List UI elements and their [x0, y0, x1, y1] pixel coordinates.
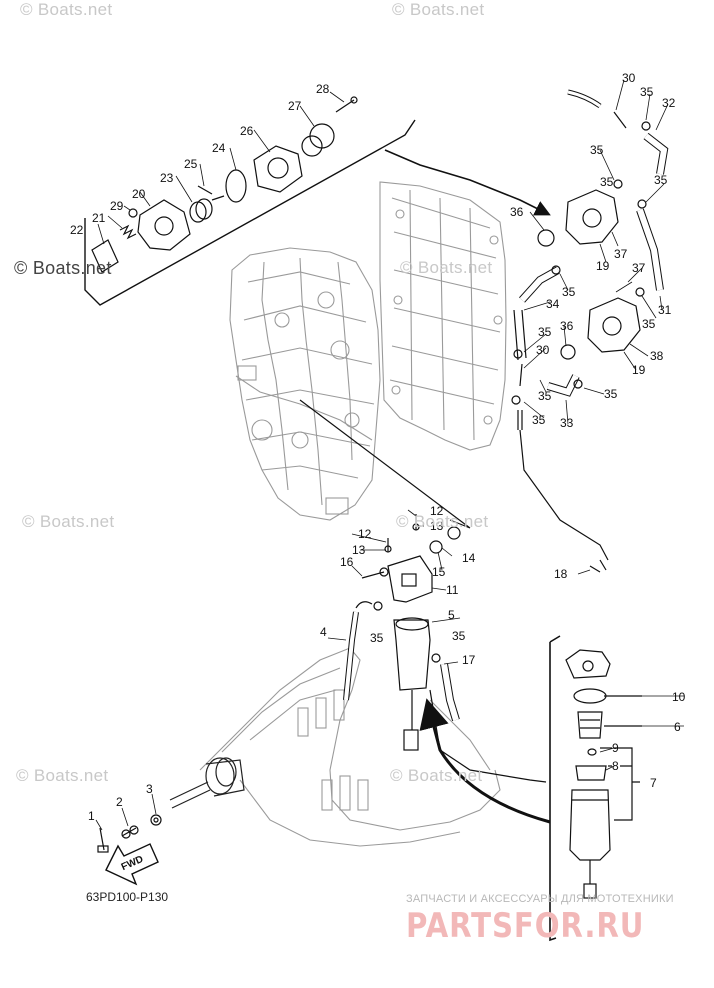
label-26: 26	[240, 124, 254, 138]
label-8: 8	[612, 759, 619, 773]
label-21: 21	[92, 211, 106, 225]
label-11: 11	[446, 583, 459, 597]
label-2: 2	[116, 795, 123, 809]
label-35-h: 35	[604, 387, 618, 401]
label-6: 6	[674, 720, 681, 734]
label-29: 29	[110, 199, 124, 213]
engine-block	[229, 247, 381, 521]
label-16: 16	[340, 555, 354, 569]
label-35-j: 35	[370, 631, 384, 645]
label-9: 9	[612, 741, 619, 755]
watermark: © Boats.net	[390, 766, 483, 785]
pump-kit-parts	[91, 96, 358, 273]
fuel-pumps	[511, 89, 669, 561]
label-35-i: 35	[532, 413, 546, 427]
label-4: 4	[320, 625, 327, 639]
label-13-left: 13	[352, 543, 366, 557]
label-10: 10	[672, 690, 686, 704]
watermark: © Boats.net	[392, 0, 485, 19]
label-35-f: 35	[538, 325, 552, 339]
label-32: 32	[662, 96, 676, 110]
label-3: 3	[146, 782, 153, 796]
watermark: © Boats.net	[14, 258, 112, 278]
label-15: 15	[432, 565, 446, 579]
label-36-lower: 36	[560, 319, 574, 333]
label-38: 38	[650, 349, 664, 363]
watermark: © Boats.net	[20, 0, 113, 19]
label-12-right: 12	[430, 504, 444, 518]
label-27: 27	[288, 99, 302, 113]
drive-shaft	[169, 757, 245, 809]
watermark: © Boats.net	[396, 512, 489, 531]
label-17: 17	[462, 653, 476, 667]
lower-casing	[199, 647, 501, 847]
label-36-upper: 36	[510, 205, 524, 219]
label-1: 1	[88, 809, 95, 823]
label-19-lower: 19	[632, 363, 646, 377]
exhaust-cover	[379, 181, 507, 451]
watermark: © Boats.net	[400, 258, 493, 277]
pump-kit-box	[84, 119, 551, 306]
label-30-lower: 30	[536, 343, 550, 357]
label-35-d: 35	[562, 285, 576, 299]
label-35-c: 35	[654, 173, 668, 187]
label-23: 23	[160, 171, 174, 185]
watermark: © Boats.net	[22, 512, 115, 531]
ad-tagline: ЗАПЧАСТИ И АКСЕССУАРЫ ДЛЯ МОТОТЕХНИКИ	[406, 893, 674, 905]
label-24: 24	[212, 141, 226, 155]
label-30-upper: 30	[622, 71, 636, 85]
label-37-lower: 37	[632, 261, 646, 275]
label-35-e: 35	[642, 317, 656, 331]
label-7: 7	[650, 776, 657, 790]
diagram-code: 63PD100-P130	[86, 890, 169, 904]
label-35-b: 35	[590, 143, 604, 157]
ad-site: PARTSFOR.RU	[406, 906, 645, 946]
label-28: 28	[316, 82, 330, 96]
label-35-a: 35	[640, 85, 654, 99]
fwd-arrow: FWD	[105, 843, 159, 886]
label-5: 5	[448, 608, 455, 622]
label-12-left: 12	[358, 527, 372, 541]
filter-arrow	[419, 698, 551, 824]
label-37-upper: 37	[614, 247, 628, 261]
label-35-l: 35	[600, 175, 614, 189]
label-18: 18	[554, 567, 568, 581]
leader-lines	[95, 79, 684, 831]
label-31: 31	[658, 303, 672, 317]
label-14: 14	[462, 551, 476, 565]
label-33: 33	[560, 416, 574, 430]
label-22: 22	[70, 223, 84, 237]
label-13-right: 13	[430, 519, 444, 533]
bolt-parts	[97, 814, 162, 853]
label-20: 20	[132, 187, 146, 201]
label-35-k: 35	[452, 629, 466, 643]
label-34: 34	[546, 297, 560, 311]
label-19-upper: 19	[596, 259, 610, 273]
label-35-g: 35	[538, 389, 552, 403]
part-labels: 1 2 3 4 5 6 7 8 9 10 11 12 12 13 13 14 1…	[70, 71, 686, 823]
watermark: © Boats.net	[16, 766, 109, 785]
filter-assembly	[299, 399, 607, 783]
label-25: 25	[184, 157, 198, 171]
